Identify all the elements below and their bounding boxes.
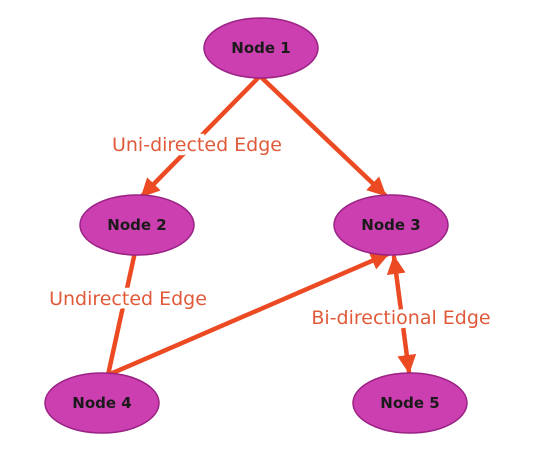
edge-node4-to-node3 [105,251,391,378]
node-4[interactable]: Node 4 [44,372,160,434]
node-5-shape [352,372,468,434]
nodes: Node 1 Node 2 Node 3 Node 4 Node 5 [44,17,468,434]
node-1-shape [203,17,319,79]
edge-label-bi-directional: Bi-directional Edge [311,307,490,329]
node-3-label: Node 3 [361,216,420,234]
node-2-shape [79,194,195,256]
edge-label-uni-directed: Uni-directed Edge [112,134,282,156]
node-5[interactable]: Node 5 [352,372,468,434]
edge-node1-to-node2 [139,75,261,199]
node-2[interactable]: Node 2 [79,194,195,256]
node-1-label: Node 1 [231,39,290,57]
node-4-label: Node 4 [72,394,131,412]
edge-labels: Uni-directed Edge Undirected Edge Bi-dir… [45,130,495,333]
node-1[interactable]: Node 1 [203,17,319,79]
edge-node2-node4-undirected [105,249,138,378]
node-5-label: Node 5 [380,394,439,412]
edges [105,75,417,378]
node-4-shape [44,372,160,434]
node-3[interactable]: Node 3 [333,194,449,256]
edge-label-undirected: Undirected Edge [49,288,207,310]
edge-node3-node5-bidirectional [386,254,417,375]
node-3-shape [333,194,449,256]
edge-node1-to-node3 [259,75,388,198]
node-2-label: Node 2 [107,216,166,234]
